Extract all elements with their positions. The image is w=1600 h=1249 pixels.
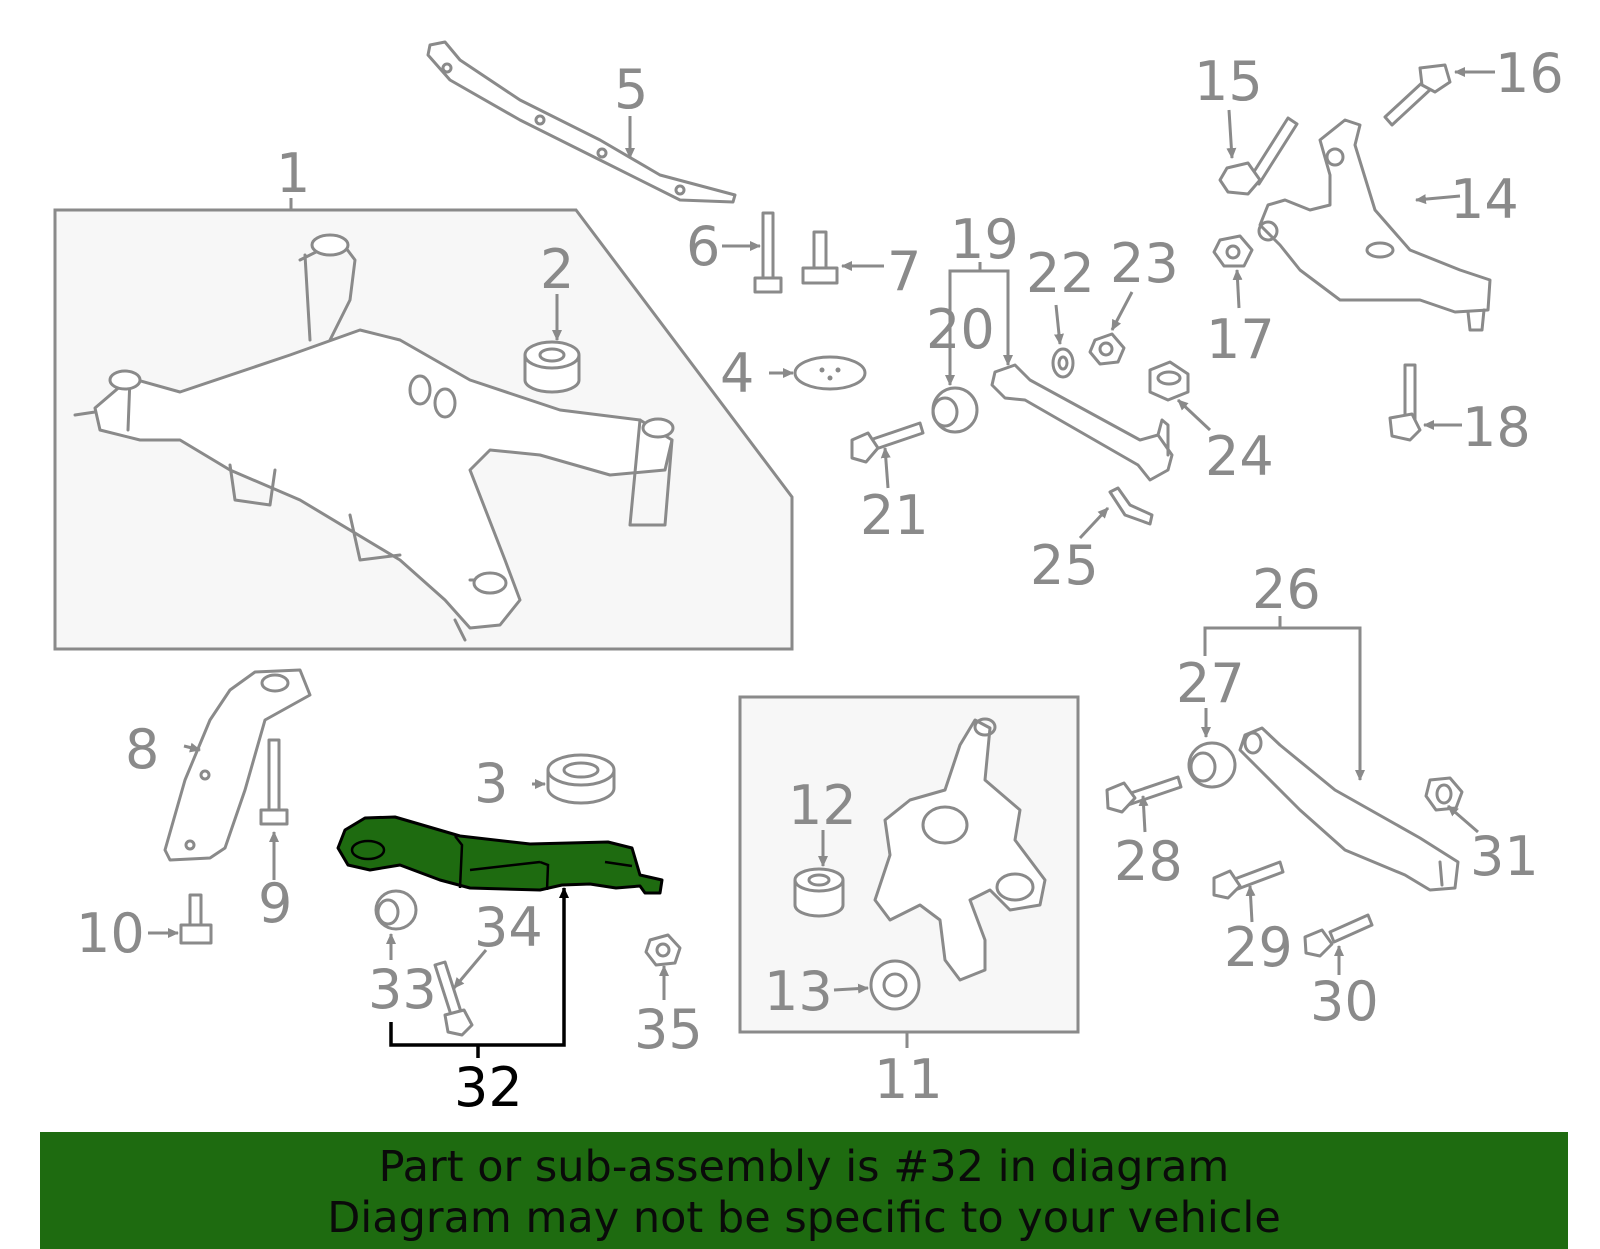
banner-line-2: Diagram may not be specific to your vehi… — [327, 1193, 1281, 1243]
callout-22: 22 — [1026, 242, 1095, 305]
banner-line-1: Part or sub-assembly is #32 in diagram — [378, 1142, 1230, 1192]
callout-8: 8 — [125, 718, 159, 781]
callout-14: 14 — [1450, 168, 1519, 231]
callout-35: 35 — [634, 998, 703, 1061]
part-31-nut — [1424, 776, 1464, 812]
callout-23: 23 — [1110, 232, 1179, 295]
callout-17: 17 — [1206, 308, 1275, 371]
part-33-bushing — [374, 889, 418, 931]
callout-13: 13 — [764, 960, 833, 1023]
part-27-bushing — [1187, 741, 1237, 789]
callout-19: 19 — [950, 208, 1019, 271]
part-11-knuckle — [873, 717, 1047, 982]
callout-15: 15 — [1194, 50, 1263, 113]
part-10-bolt — [179, 893, 213, 945]
parts-diagram: 1 2 3 4 5 6 7 8 9 10 11 12 13 14 15 16 1… — [53, 40, 1564, 1119]
callout-28: 28 — [1114, 830, 1183, 893]
part-15-bolt — [1218, 116, 1299, 196]
callout-11: 11 — [874, 1048, 943, 1111]
callout-29: 29 — [1224, 916, 1293, 979]
callout-1: 1 — [276, 142, 310, 205]
part-14-upper-arm — [1257, 118, 1492, 332]
callout-4: 4 — [720, 342, 754, 405]
part-7-bolt — [801, 230, 839, 285]
callout-16: 16 — [1495, 42, 1564, 105]
part-6-bolt — [753, 211, 783, 294]
callout-2: 2 — [540, 238, 574, 301]
part-13-bushing — [869, 959, 921, 1011]
part-16-bolt — [1383, 63, 1452, 127]
callout-27: 27 — [1176, 652, 1245, 715]
callout-21: 21 — [860, 484, 929, 547]
part-17-nut — [1212, 234, 1254, 268]
leader-lines — [148, 67, 1495, 1058]
part-34-bolt — [433, 960, 474, 1037]
part-8-bracket — [163, 668, 312, 862]
callout-32: 32 — [454, 1056, 523, 1119]
part-5-brace — [426, 40, 737, 204]
info-banner: Part or sub-assembly is #32 in diagram D… — [40, 1132, 1568, 1249]
part-30-bolt — [1303, 913, 1374, 958]
part-32-control-arm — [336, 815, 664, 895]
part-25-clip — [1108, 486, 1154, 526]
part-2-bushing — [523, 340, 581, 394]
callout-7: 7 — [887, 240, 921, 303]
part-9-bolt — [259, 738, 289, 826]
part-4-plate — [793, 355, 867, 391]
part-26-lower-link — [1238, 726, 1460, 892]
part-21-bolt — [850, 421, 925, 464]
part-20-bushing — [931, 386, 979, 434]
part-19-lateral-link — [990, 363, 1174, 482]
callout-33: 33 — [368, 958, 437, 1021]
callout-31: 31 — [1470, 825, 1539, 888]
callout-25: 25 — [1030, 534, 1099, 597]
part-29-bolt — [1212, 860, 1285, 900]
callout-30: 30 — [1310, 970, 1379, 1033]
callout-10: 10 — [76, 902, 145, 965]
part-23-nut — [1088, 332, 1126, 366]
part-3-washer — [546, 753, 616, 805]
callout-5: 5 — [614, 58, 648, 121]
callout-labels: 1 2 3 4 5 6 7 8 9 10 11 12 13 14 15 16 1… — [76, 42, 1564, 1119]
callout-12: 12 — [788, 774, 857, 837]
callout-26: 26 — [1252, 558, 1321, 621]
callout-20: 20 — [926, 298, 995, 361]
part-35-nut — [644, 933, 682, 967]
callout-9: 9 — [258, 872, 292, 935]
part-24-nut — [1148, 360, 1190, 402]
callout-34: 34 — [474, 896, 543, 959]
part-1-crossmember — [73, 233, 675, 642]
callout-18: 18 — [1462, 396, 1531, 459]
part-12-bushing — [793, 867, 845, 918]
callout-24: 24 — [1205, 425, 1274, 488]
callout-6: 6 — [686, 215, 720, 278]
part-22-washer — [1051, 347, 1075, 379]
part-18-bolt — [1388, 363, 1422, 442]
callout-3: 3 — [474, 752, 508, 815]
